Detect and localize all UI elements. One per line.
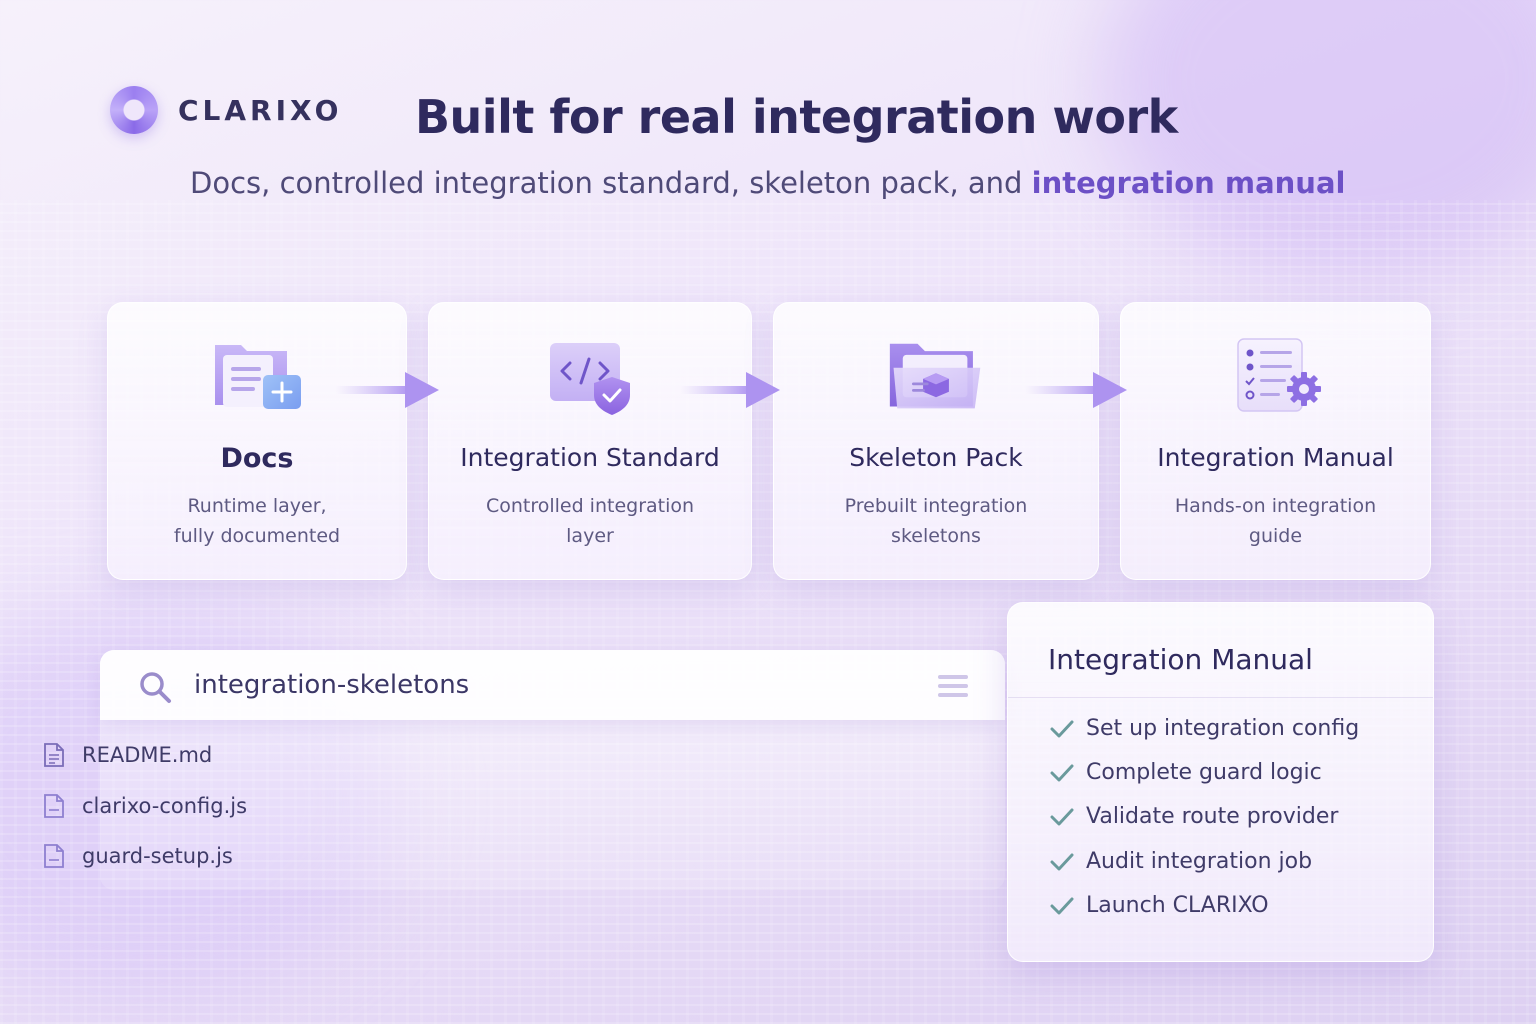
file-item-readme[interactable]: README.md [42,742,212,768]
card-title: Docs [220,443,294,474]
page-subtitle: Docs, controlled integration standard, s… [190,166,1390,200]
search-input[interactable]: integration-skeletons [194,670,470,700]
checklist-item[interactable]: Set up integration config [1050,716,1359,741]
checklist-item-label: Set up integration config [1086,716,1360,741]
file-item-guard-setup[interactable]: guard-setup.js [42,843,233,869]
checklist-item[interactable]: Audit integration job [1050,849,1312,874]
subtitle-strong: integration manual [1031,166,1346,200]
card-title: Integration Manual [1157,443,1394,472]
file-name: clarixo-config.js [82,794,248,818]
divider [1008,697,1433,698]
folder-gem-icon [889,343,981,409]
brand-name: CLARIXO [178,93,343,127]
integration-manual-panel: Integration Manual [1007,602,1434,962]
checklist-item-label: Audit integration job [1086,849,1313,874]
clarixo-ring-logo-icon [110,86,158,134]
card-description-line: Hands-on integration [1174,495,1377,517]
page-title: Built for real integration work [415,90,1178,144]
card-description-line: fully documented [173,525,341,547]
checklist-item-label: Launch CLARIXO [1086,893,1269,918]
checkmark-icon [1050,764,1074,781]
file-icon [44,844,64,868]
checklist-item[interactable]: Complete guard logic [1050,760,1322,785]
card-description-line: skeletons [891,525,981,547]
document-icon [44,743,64,767]
card-skeleton-pack[interactable]: Skeleton Pack Prebuilt integration skele… [773,302,1099,580]
card-description-line: Prebuilt integration [844,495,1028,517]
card-integration-standard[interactable]: Integration Standard Controlled integrat… [428,302,752,580]
flow-arrow-icon [335,372,439,408]
card-description-line: Controlled integration [485,495,695,517]
file-item-clarixo-config[interactable]: clarixo-config.js [42,793,247,819]
card-description: Prebuilt integration skeletons [804,491,1068,551]
checklist-item-label: Complete guard logic [1086,760,1322,785]
search-bar[interactable]: integration-skeletons [100,650,1005,720]
checkmark-icon [1050,853,1074,870]
card-docs[interactable]: Docs Runtime layer, fully documented [107,302,407,580]
card-description-line: Runtime layer, [187,495,327,517]
card-description-line: layer [566,525,614,547]
manual-title: Integration Manual [1048,643,1313,676]
checkmark-icon [1050,808,1074,825]
brand-logo[interactable]: CLARIXO [110,86,342,134]
file-browser-panel: integration-skeletons [100,650,1005,890]
card-integration-manual[interactable]: Integration Manual Hands-on integration … [1120,302,1431,580]
card-description: Hands-on integration guide [1151,491,1400,551]
card-title: Integration Standard [460,443,720,472]
hamburger-menu-icon[interactable] [936,674,970,698]
folder-plus-icon [215,345,301,409]
checklist-item[interactable]: Validate route provider [1050,804,1338,829]
file-name: README.md [82,743,213,767]
card-description: Controlled integration layer [459,491,721,551]
search-icon [140,672,171,703]
card-description: Runtime layer, fully documented [138,491,376,551]
checkmark-icon [1050,897,1074,914]
checkmark-icon [1050,720,1074,737]
card-description-line: guide [1248,525,1303,547]
code-shield-icon [550,343,630,415]
flow-arrow-icon [1025,372,1127,408]
file-icon [44,794,64,818]
card-title: Skeleton Pack [849,443,1023,472]
checklist-item[interactable]: Launch CLARIXO [1050,893,1269,918]
checklist-item-label: Validate route provider [1086,804,1339,829]
flow-arrow-icon [680,372,780,408]
checklist-gear-icon [1236,338,1321,412]
subtitle-plain: Docs, controlled integration standard, s… [190,166,1032,200]
file-name: guard-setup.js [82,844,233,868]
